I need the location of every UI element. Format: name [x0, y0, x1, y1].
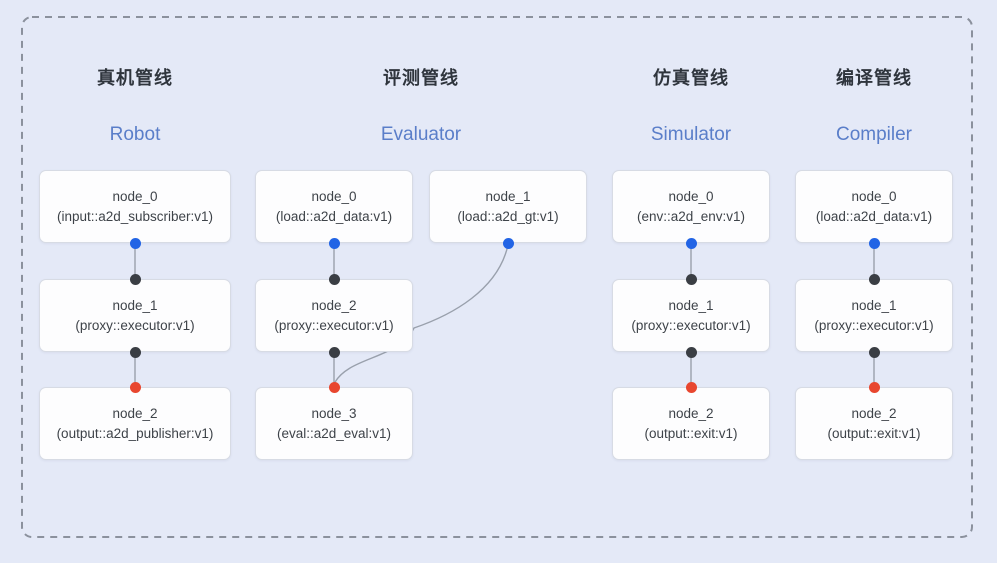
pipeline-title-en-simulator: Simulator	[650, 124, 732, 145]
node-name: node_0	[851, 189, 897, 204]
node-type: (output::exit:v1)	[827, 426, 921, 441]
node-name: node_3	[311, 406, 357, 421]
node-name: node_1	[112, 298, 158, 313]
node-type: (output::exit:v1)	[644, 426, 738, 441]
node-simulator-2: node_2 (output::exit:v1)	[612, 387, 770, 460]
pipeline-title-en-robot: Robot	[109, 124, 161, 145]
node-evaluator-2: node_2 (proxy::executor:v1)	[255, 279, 413, 352]
port-dot-dark-icon	[129, 273, 141, 285]
pipeline-title-cn-robot: 真机管线	[97, 68, 173, 88]
node-name: node_2	[112, 406, 158, 421]
node-type: (output::a2d_publisher:v1)	[56, 426, 214, 441]
node-type: (env::a2d_env:v1)	[636, 209, 746, 224]
node-robot-2: node_2 (output::a2d_publisher:v1)	[39, 387, 231, 460]
port-dot-dark-icon	[868, 273, 880, 285]
node-robot-1: node_1 (proxy::executor:v1)	[39, 279, 231, 352]
node-simulator-0: node_0 (env::a2d_env:v1)	[612, 170, 770, 243]
port-dot-dark-icon	[868, 346, 880, 358]
node-name: node_1	[485, 189, 531, 204]
port-dot-red-icon	[685, 381, 697, 393]
node-type: (input::a2d_subscriber:v1)	[56, 209, 214, 224]
port-dot-blue-icon	[868, 237, 880, 249]
port-dot-red-icon	[328, 381, 340, 393]
node-type: (load::a2d_gt:v1)	[457, 209, 559, 224]
port-dot-dark-icon	[328, 346, 340, 358]
port-dot-blue-icon	[129, 237, 141, 249]
port-dot-red-icon	[868, 381, 880, 393]
pipeline-title-cn-simulator: 仿真管线	[653, 68, 729, 88]
node-simulator-1: node_1 (proxy::executor:v1)	[612, 279, 770, 352]
node-name: node_1	[851, 298, 897, 313]
node-evaluator-1: node_1 (load::a2d_gt:v1)	[429, 170, 587, 243]
node-type: (proxy::executor:v1)	[814, 318, 934, 333]
port-dot-dark-icon	[685, 346, 697, 358]
node-type: (load::a2d_data:v1)	[815, 209, 933, 224]
node-type: (proxy::executor:v1)	[631, 318, 751, 333]
node-name: node_2	[668, 406, 714, 421]
pipeline-title-cn-evaluator: 评测管线	[383, 68, 459, 88]
node-name: node_0	[311, 189, 357, 204]
node-type: (eval::a2d_eval:v1)	[276, 426, 392, 441]
node-name: node_0	[668, 189, 714, 204]
node-compiler-2: node_2 (output::exit:v1)	[795, 387, 953, 460]
pipeline-title-en-compiler: Compiler	[835, 124, 913, 145]
port-dot-dark-icon	[685, 273, 697, 285]
port-dot-blue-icon	[502, 237, 514, 249]
port-dot-blue-icon	[685, 237, 697, 249]
port-dot-dark-icon	[328, 273, 340, 285]
pipeline-title-en-evaluator: Evaluator	[380, 124, 462, 145]
port-dot-dark-icon	[129, 346, 141, 358]
edge-evaluator-1-3-curve	[333, 244, 509, 385]
node-type: (load::a2d_data:v1)	[275, 209, 393, 224]
port-dot-red-icon	[129, 381, 141, 393]
dashed-border-rect	[21, 16, 973, 538]
pipeline-title-cn-compiler: 编译管线	[836, 68, 912, 88]
node-type: (proxy::executor:v1)	[274, 318, 394, 333]
node-compiler-1: node_1 (proxy::executor:v1)	[795, 279, 953, 352]
node-name: node_2	[311, 298, 357, 313]
node-robot-0: node_0 (input::a2d_subscriber:v1)	[39, 170, 231, 243]
node-evaluator-3: node_3 (eval::a2d_eval:v1)	[255, 387, 413, 460]
node-name: node_0	[112, 189, 158, 204]
node-name: node_1	[668, 298, 714, 313]
node-compiler-0: node_0 (load::a2d_data:v1)	[795, 170, 953, 243]
node-type: (proxy::executor:v1)	[75, 318, 195, 333]
node-evaluator-0: node_0 (load::a2d_data:v1)	[255, 170, 413, 243]
port-dot-blue-icon	[328, 237, 340, 249]
node-name: node_2	[851, 406, 897, 421]
